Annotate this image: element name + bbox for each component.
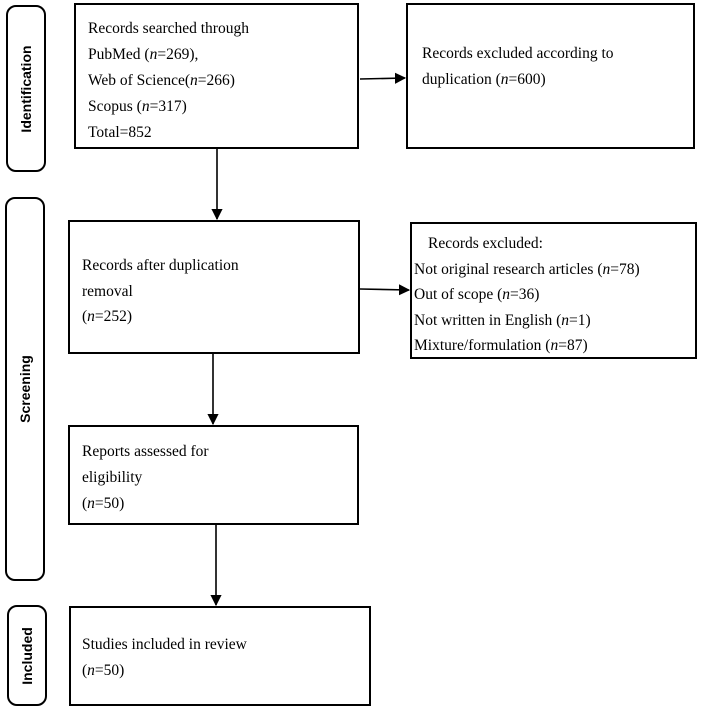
phase-identification: Identification	[6, 5, 46, 172]
not-english-label: Not written in English (	[414, 312, 562, 329]
records-excluded-item3: Not written in English (n=1)	[414, 313, 591, 329]
pubmed-count: =269),	[157, 46, 199, 63]
excluded-duplication-count: =600)	[508, 71, 546, 88]
studies-included-paren: (	[82, 662, 88, 679]
records-searched-wos: Web of Science(n=266)	[88, 73, 235, 89]
pubmed-label: PubMed (	[88, 46, 150, 63]
after-duplication-count: =252)	[94, 308, 133, 325]
not-english-n: n	[561, 312, 569, 329]
studies-included-n: n	[87, 662, 95, 679]
out-of-scope-n: n	[502, 286, 510, 303]
not-original-n: n	[602, 261, 611, 278]
studies-included-box: Studies included in review (n=50)	[69, 606, 371, 706]
records-searched-total: Total=852	[88, 124, 152, 141]
excluded-duplication-label: duplication (	[422, 71, 501, 88]
excluded-duplication-n: n	[500, 71, 509, 88]
pubmed-n: n	[149, 46, 158, 63]
excluded-duplication-line2: duplication (n=600)	[422, 72, 546, 88]
reports-assessed-line2: eligibility	[82, 469, 143, 486]
not-original-label: Not original research articles (	[414, 261, 603, 278]
phase-screening: Screening	[5, 197, 45, 581]
studies-included-count: =50)	[94, 662, 125, 679]
not-original-count: =78)	[610, 261, 640, 278]
reports-assessed-n: n	[87, 495, 95, 512]
after-duplication-line1: Records after duplication	[82, 257, 239, 274]
records-searched-scopus: Scopus (n=317)	[88, 99, 187, 115]
wos-label: Web of Science(	[88, 72, 191, 89]
studies-included-line1: Studies included in review	[82, 636, 247, 653]
reports-assessed-count: =50)	[94, 495, 125, 512]
phase-included: Included	[7, 605, 47, 706]
records-searched-box: Records searched through PubMed (n=269),…	[74, 3, 359, 149]
mixture-count: =87)	[558, 337, 588, 354]
wos-count: =266)	[197, 72, 235, 89]
out-of-scope-count: =36)	[510, 286, 540, 303]
excluded-duplication-box: Records excluded according to duplicatio…	[406, 3, 695, 149]
records-searched-pubmed: PubMed (n=269),	[88, 47, 198, 63]
after-duplication-paren: (	[82, 308, 88, 325]
reports-assessed-paren: (	[82, 495, 88, 512]
records-excluded-item4: Mixture/formulation (n=87)	[414, 338, 588, 354]
records-excluded-item1: Not original research articles (n=78)	[414, 262, 640, 278]
records-excluded-item2: Out of scope (n=36)	[414, 287, 539, 303]
reports-assessed-line3: (n=50)	[82, 496, 124, 512]
wos-n: n	[190, 72, 198, 89]
after-duplication-n: n	[87, 308, 95, 325]
out-of-scope-label: Out of scope (	[414, 286, 503, 303]
scopus-count: =317)	[149, 98, 187, 115]
mixture-n: n	[550, 337, 559, 354]
reports-assessed-line1: Reports assessed for	[82, 443, 209, 460]
excluded-duplication-line1: Records excluded according to	[422, 45, 614, 62]
not-english-count: =1)	[569, 312, 591, 329]
scopus-n: n	[141, 98, 150, 115]
arrow-after-dup-to-excluded	[359, 284, 411, 296]
records-excluded-box: Records excluded: Not original research …	[410, 222, 697, 359]
after-duplication-box: Records after duplication removal (n=252…	[68, 220, 360, 354]
records-excluded-title: Records excluded:	[428, 235, 543, 252]
after-duplication-line3: (n=252)	[82, 309, 132, 325]
records-searched-line1: Records searched through	[88, 20, 249, 37]
arrow-search-to-excluded	[359, 72, 407, 84]
studies-included-line2: (n=50)	[82, 663, 124, 679]
reports-assessed-box: Reports assessed for eligibility (n=50)	[68, 425, 359, 525]
scopus-label: Scopus (	[88, 98, 142, 115]
after-duplication-line2: removal	[82, 283, 133, 300]
mixture-label: Mixture/formulation (	[414, 337, 551, 354]
